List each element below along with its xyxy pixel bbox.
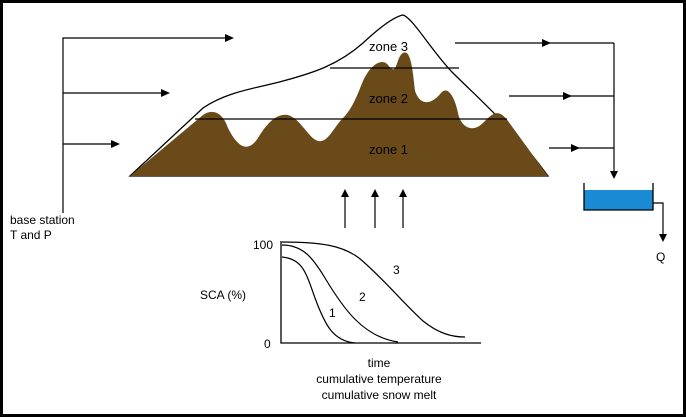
sca-curve-2-label: 2 [359,290,366,304]
arrowhead-collector-down [610,171,618,179]
arrowhead-zone1-in [111,140,120,148]
sca-curve-1-label: 1 [329,306,336,320]
reservoir-outflow-line [653,202,664,235]
base-station-label-line2: T and P [10,228,52,242]
sca-curve-3 [281,241,466,338]
arrowhead-zone3-in [225,34,234,42]
up-arrow-1-head [341,189,349,197]
outflow-q-label: Q [656,250,665,264]
up-arrow-3-head [399,189,407,197]
sca-caption-cum-temp: cumulative temperature [316,372,442,386]
zone-3-label: zone 3 [369,39,408,54]
up-arrow-2-head [371,189,379,197]
sca-caption-time: time [368,356,391,370]
snow-free-ground [130,52,548,176]
arrowhead-zone2-out-mid [563,92,572,100]
snowmelt-runoff-diagram: zone 3 zone 2 zone 1 base station T and … [10,14,667,402]
reservoir-water [584,190,653,210]
arrowhead-zone2-in [161,89,170,97]
sca-curve-1 [281,256,356,344]
sca-curve-2 [281,244,399,343]
sca-y-axis-label: SCA (%) [200,288,246,302]
zone-1-label: zone 1 [369,142,408,157]
base-station-label-line1: base station [10,213,75,227]
sca-y-bottom-label: 0 [264,337,271,351]
sca-curve-3-label: 3 [393,263,400,277]
zone-2-label: zone 2 [369,91,408,106]
arrowhead-zone3-out-mid [542,39,551,47]
arrowhead-outflow [659,234,667,242]
sca-y-top-label: 100 [253,238,273,252]
base-station-line [62,37,225,213]
arrowhead-zone1-out-mid [571,144,580,152]
sca-chart-axes [280,241,481,344]
sca-caption-cum-melt: cumulative snow melt [322,388,437,402]
reservoir-outline [583,183,654,211]
